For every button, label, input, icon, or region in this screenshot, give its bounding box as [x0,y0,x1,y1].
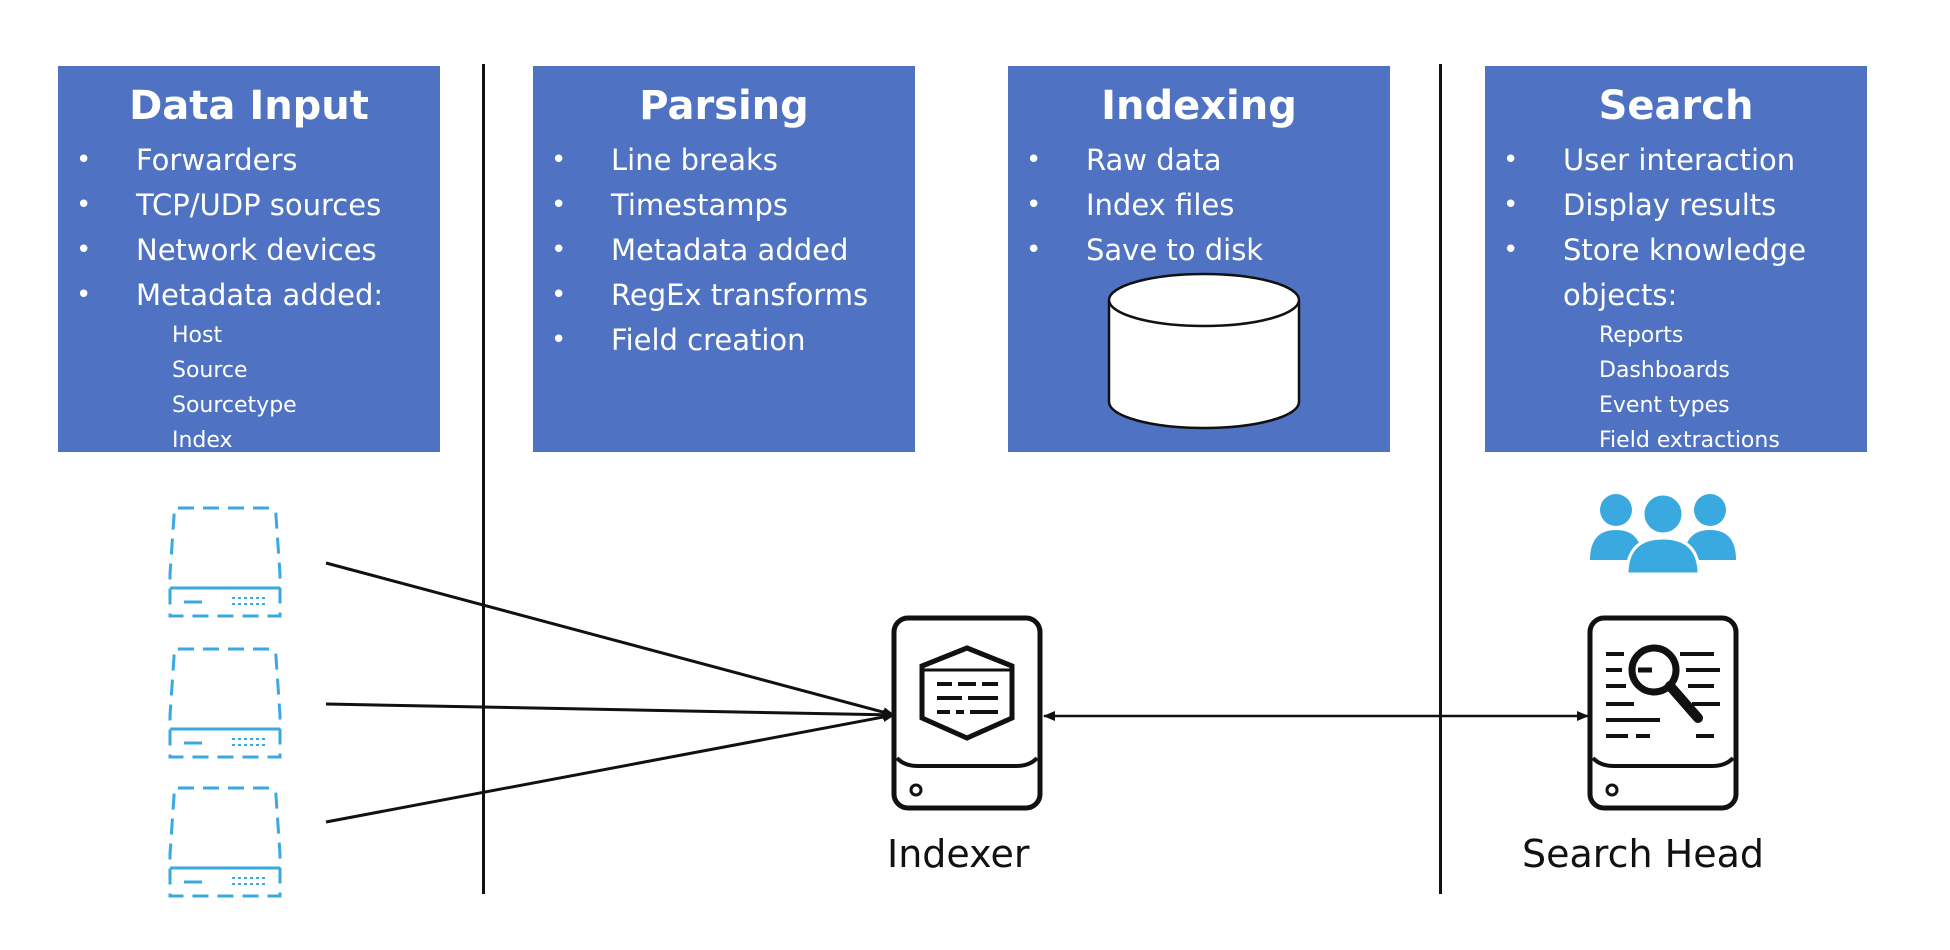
parsing-bullet: RegEx transforms [533,273,915,318]
search-head-label: Search Head [1522,832,1764,876]
search-head-server-icon [1587,615,1739,811]
forwarder-icon [168,647,282,759]
search-title: Search [1598,83,1754,129]
forwarder-icon [168,506,282,618]
parsing-bullet: Metadata added [533,228,915,273]
data-input-panel: Data Input Forwarders TCP/UDP sources Ne… [58,66,440,453]
search-subitem: Reports [1599,323,1684,348]
data-input-subitem: Source [172,358,248,383]
indexing-title: Indexing [1101,83,1297,129]
parsing-bullet: Field creation [533,318,915,363]
search-panel: Search User interaction Display results … [1485,66,1867,453]
data-input-bullet: Network devices [58,228,440,273]
parsing-bullet: Timestamps [533,183,915,228]
search-bullet: User interaction [1485,138,1867,183]
forwarder-connector-3 [325,712,895,824]
parsing-panel: Parsing Line breaks Timestamps Metadata … [533,66,915,452]
database-cylinder-icon [1107,272,1301,430]
indexer-label: Indexer [887,832,1030,876]
forwarder-icon [168,786,282,898]
search-bullet: Store knowledge [1485,228,1867,273]
divider-left [482,64,485,894]
data-input-subitem: Sourcetype [172,393,297,418]
data-input-bullet: Metadata added: [58,273,440,318]
indexer-server-icon [891,615,1043,811]
data-input-bullet: Forwarders [58,138,440,183]
parsing-bullet: Line breaks [533,138,915,183]
parsing-title: Parsing [639,83,809,129]
divider-right [1439,64,1442,894]
data-input-subitem: Host [172,323,223,348]
search-subitem: Field extractions [1599,428,1780,453]
search-bullet-continuation: objects: [1563,278,1678,312]
data-input-subitem: Index [172,428,233,453]
data-input-bullet: TCP/UDP sources [58,183,440,228]
search-bullet: Display results [1485,183,1867,228]
search-subitem: Dashboards [1599,358,1730,383]
users-group-icon [1590,492,1736,576]
indexing-bullet: Index files [1008,183,1390,228]
forwarder-connector-2 [325,702,895,720]
indexing-bullet: Raw data [1008,138,1390,183]
search-subitem: Event types [1599,393,1730,418]
data-input-title: Data Input [129,83,369,129]
forwarder-connector-1 [325,561,895,717]
indexing-bullet: Save to disk [1008,228,1390,273]
indexing-panel: Indexing Raw data Index files Save to di… [1008,66,1390,452]
